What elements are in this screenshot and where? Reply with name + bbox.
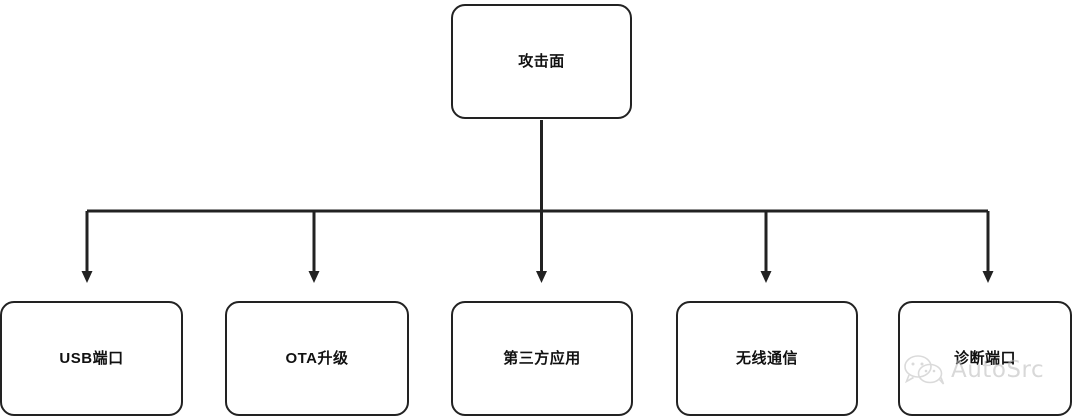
arrowhead-wireless-comm xyxy=(760,271,772,283)
node-label-third-party-app: 第三方应用 xyxy=(503,349,581,367)
node-diagnostic-port[interactable]: 诊断端口 xyxy=(898,301,1072,416)
node-label-ota-upgrade: OTA升级 xyxy=(285,349,349,367)
node-attack-surface[interactable]: 攻击面 xyxy=(451,4,632,119)
node-usb-port[interactable]: USB端口 xyxy=(0,301,183,416)
node-wireless-comm[interactable]: 无线通信 xyxy=(676,301,858,416)
node-label-diagnostic-port: 诊断端口 xyxy=(953,349,1016,367)
node-third-party-app[interactable]: 第三方应用 xyxy=(451,301,633,416)
arrowhead-diagnostic-port xyxy=(982,271,994,283)
node-ota-upgrade[interactable]: OTA升级 xyxy=(225,301,409,416)
arrowhead-ota-upgrade xyxy=(308,271,320,283)
arrowhead-third-party-app xyxy=(536,271,547,283)
arrowhead-usb-port xyxy=(81,271,93,283)
node-label-attack-surface: 攻击面 xyxy=(518,52,565,70)
node-label-usb-port: USB端口 xyxy=(59,349,124,367)
node-label-wireless-comm: 无线通信 xyxy=(735,349,798,367)
